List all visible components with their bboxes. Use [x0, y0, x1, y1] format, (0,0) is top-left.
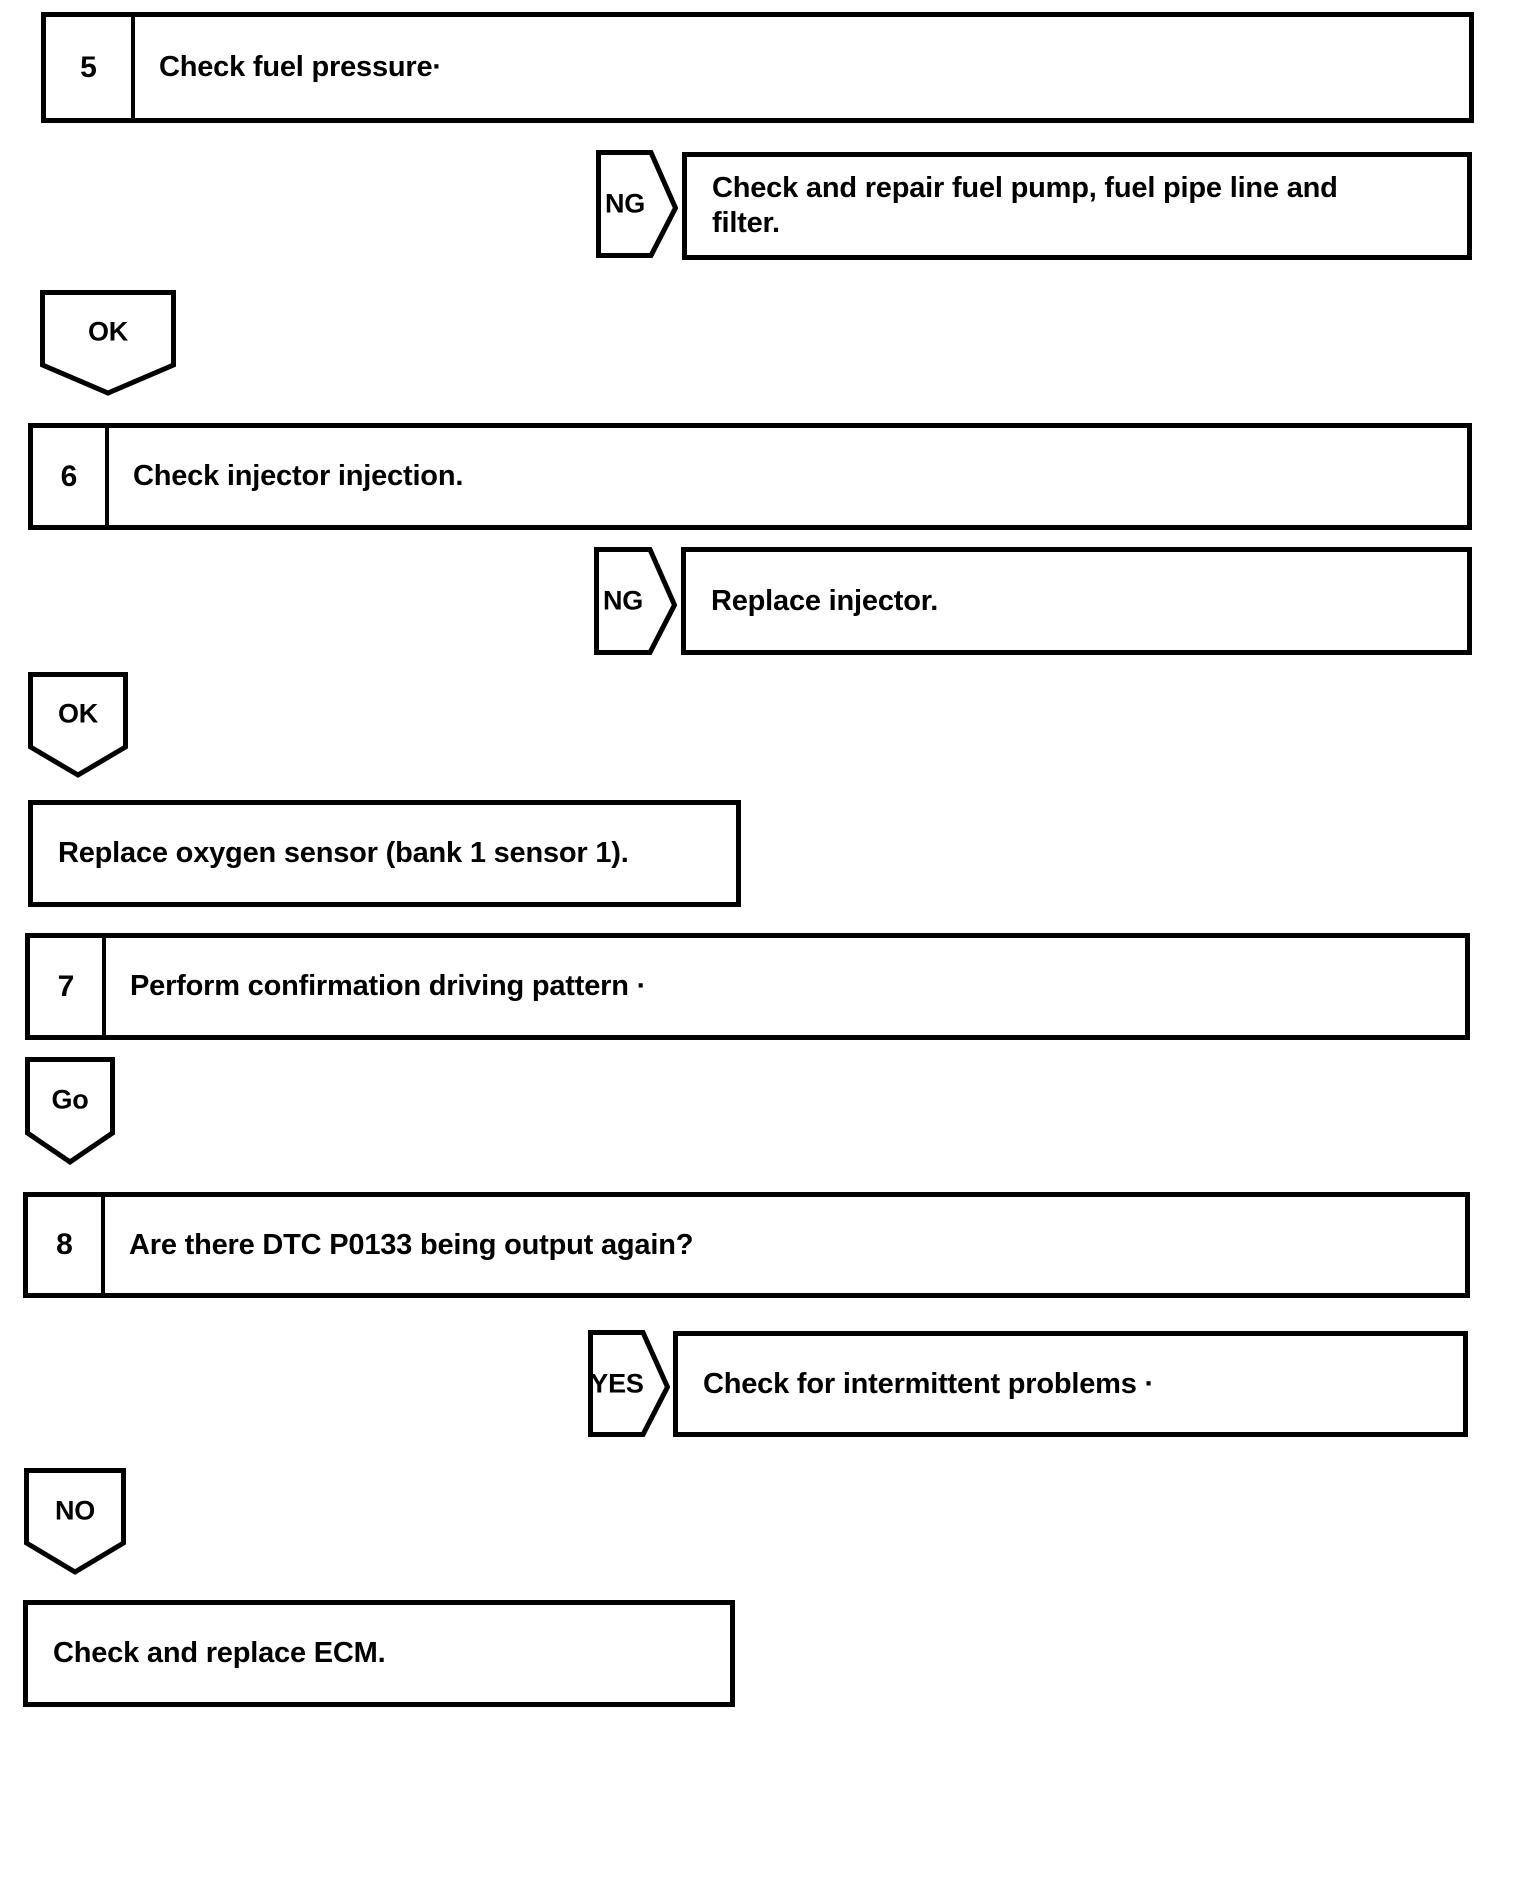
action-intermittent-box: Check for intermittent problems ·: [673, 1331, 1468, 1437]
step-6-box: 6 Check injector injection.: [28, 423, 1472, 530]
step-5-label: Check fuel pressure·: [159, 51, 442, 83]
no-connector-label: NO: [54, 1495, 96, 1526]
step-8-label: Are there DTC P0133 being output again?: [129, 1228, 694, 1261]
go-connector: Go: [25, 1057, 115, 1165]
yes-connector-label: YES: [590, 1368, 644, 1398]
action-replace-injector-label: Replace injector.: [711, 584, 939, 617]
ng-pentagon-icon: [596, 150, 678, 258]
step-6-label: Check injector injection.: [133, 460, 464, 492]
ng-connector-1: NG: [596, 150, 678, 258]
action-ecm-label: Check and replace ECM.: [53, 1637, 386, 1669]
ng-connector-2: NG: [594, 547, 677, 655]
step-7-box: 7 Perform confirmation driving pattern ·: [25, 933, 1470, 1040]
yes-connector: YES: [588, 1330, 670, 1437]
action-fuel-pump-label: Check and repair fuel pump, fuel pipe li…: [712, 172, 1338, 239]
action-replace-injector-box: Replace injector.: [681, 547, 1472, 655]
step-6-number: 6: [33, 428, 109, 525]
action-fuel-pump-box: Check and repair fuel pump, fuel pipe li…: [682, 152, 1472, 260]
step-5-box: 5 Check fuel pressure·: [41, 12, 1474, 123]
step-5-number: 5: [46, 17, 135, 118]
action-replace-oxygen-sensor-label: Replace oxygen sensor (bank 1 sensor 1).: [58, 837, 629, 869]
ok-connector-2-label: OK: [57, 698, 99, 729]
go-pentagon-icon: [25, 1057, 115, 1165]
ok-connector-1-label: OK: [87, 316, 129, 347]
ok-pentagon-icon: [40, 290, 176, 396]
ok-connector-2: OK: [28, 672, 128, 778]
action-ecm-box: Check and replace ECM.: [23, 1600, 735, 1707]
no-connector: NO: [24, 1468, 126, 1575]
yes-pentagon-icon: [588, 1330, 670, 1437]
step-8-box: 8 Are there DTC P0133 being output again…: [23, 1192, 1470, 1298]
ok-pentagon-icon: [28, 672, 128, 778]
step-7-number: 7: [30, 938, 106, 1035]
ng-pentagon-icon: [594, 547, 677, 655]
ok-connector-1: OK: [40, 290, 176, 396]
no-pentagon-icon: [24, 1468, 126, 1575]
action-intermittent-label: Check for intermittent problems ·: [703, 1367, 1155, 1400]
ng-connector-2-label: NG: [602, 585, 644, 616]
go-connector-label: Go: [51, 1084, 89, 1115]
step-7-label: Perform confirmation driving pattern ·: [130, 970, 647, 1002]
ng-connector-1-label: NG: [604, 188, 646, 219]
step-8-number: 8: [28, 1197, 105, 1293]
action-replace-oxygen-sensor-box: Replace oxygen sensor (bank 1 sensor 1).: [28, 800, 741, 907]
